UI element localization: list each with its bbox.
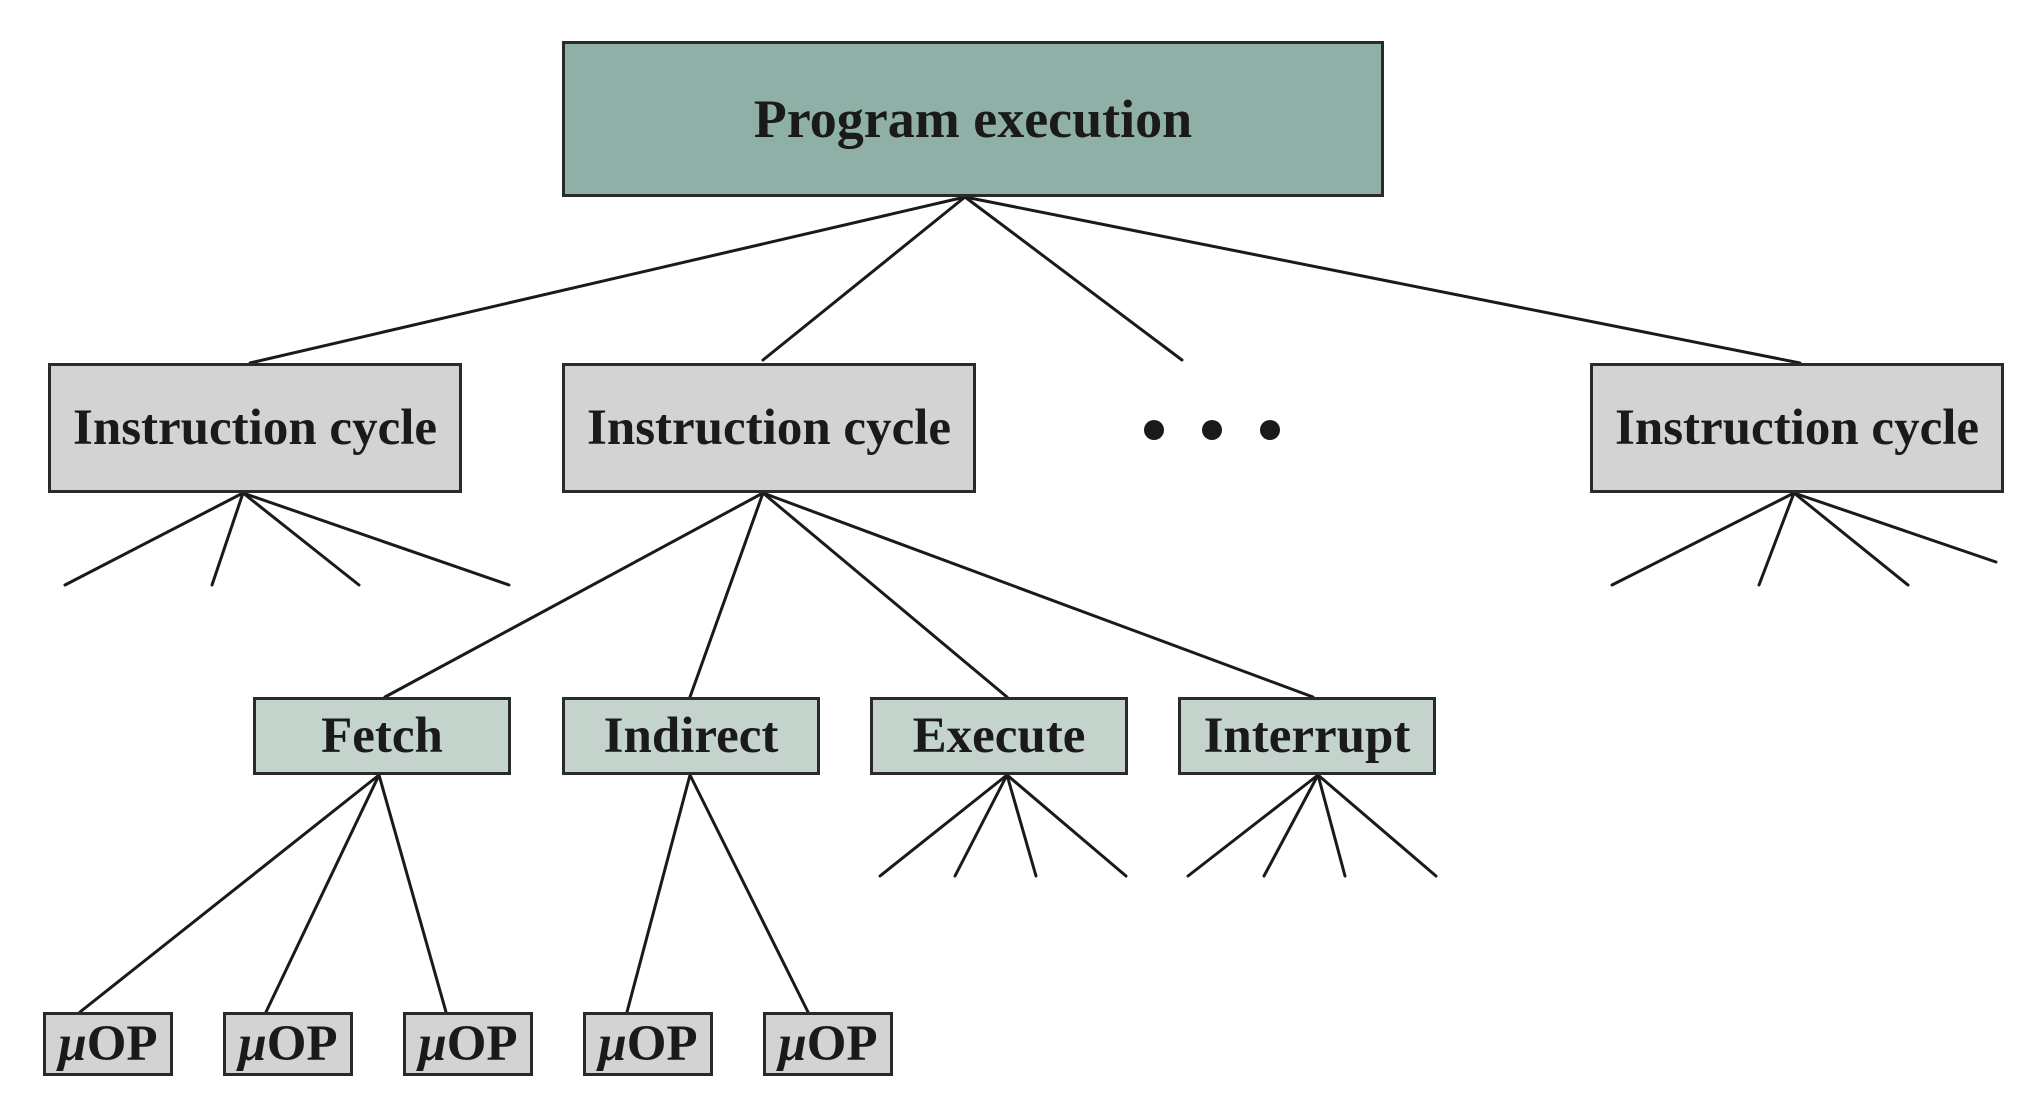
mu-symbol: μ bbox=[598, 1016, 627, 1072]
edge-root-cycle-3 bbox=[963, 195, 1802, 365]
dot bbox=[1144, 420, 1164, 440]
program-execution-node: Program execution bbox=[562, 41, 1384, 197]
indirect-label: Indirect bbox=[603, 708, 779, 764]
op-label: OP bbox=[446, 1016, 518, 1072]
edge-stub bbox=[1316, 773, 1347, 878]
op-label: OP bbox=[266, 1016, 338, 1072]
instruction-cycle-node-1: Instruction cycle bbox=[48, 363, 462, 493]
edge-cycle-fetch bbox=[383, 491, 765, 699]
edge-indirect-uop-4 bbox=[625, 773, 692, 1014]
edge-stub bbox=[241, 491, 361, 587]
op-label: OP bbox=[626, 1016, 698, 1072]
edge-fetch-uop-1 bbox=[78, 773, 381, 1014]
ellipsis-dots bbox=[1144, 420, 1280, 440]
op-label: OP bbox=[86, 1016, 158, 1072]
edge-stub bbox=[1005, 773, 1038, 878]
edge-stub bbox=[1005, 773, 1128, 878]
edge-cycle-execute bbox=[761, 491, 1009, 699]
instruction-cycle-node-2: Instruction cycle bbox=[562, 363, 976, 493]
interrupt-label: Interrupt bbox=[1203, 708, 1411, 764]
mu-symbol: μ bbox=[418, 1016, 447, 1072]
edge-stub bbox=[1186, 773, 1320, 878]
edge-stub bbox=[1792, 491, 1910, 587]
mu-symbol: μ bbox=[238, 1016, 267, 1072]
fetch-node: Fetch bbox=[253, 697, 511, 775]
edge-stub bbox=[241, 491, 511, 587]
edge-stub bbox=[1262, 773, 1320, 878]
instruction-cycle-node-3: Instruction cycle bbox=[1590, 363, 2004, 493]
edge-stub bbox=[63, 491, 245, 587]
edge-fetch-uop-3 bbox=[377, 773, 448, 1014]
program-execution-label: Program execution bbox=[753, 89, 1193, 149]
dot bbox=[1260, 420, 1280, 440]
op-label: OP bbox=[806, 1016, 878, 1072]
mu-symbol: μ bbox=[778, 1016, 807, 1072]
edge-cycle-interrupt bbox=[761, 491, 1315, 699]
edge-indirect-uop-5 bbox=[688, 773, 810, 1014]
indirect-node: Indirect bbox=[562, 697, 820, 775]
mu-symbol: μ bbox=[58, 1016, 87, 1072]
interrupt-node: Interrupt bbox=[1178, 697, 1436, 775]
execute-node: Execute bbox=[870, 697, 1128, 775]
edge-fetch-uop-2 bbox=[264, 773, 381, 1014]
edge-stub bbox=[1610, 491, 1796, 587]
edge-stub bbox=[1792, 491, 1998, 564]
edge-root-cycle-1 bbox=[248, 195, 967, 365]
instruction-cycle-label: Instruction cycle bbox=[586, 400, 952, 456]
fetch-label: Fetch bbox=[321, 708, 443, 764]
edge-stub bbox=[1316, 773, 1438, 878]
edge-stub bbox=[953, 773, 1009, 878]
edge-stub bbox=[210, 491, 245, 587]
edge-stub bbox=[1757, 491, 1796, 587]
edge-cycle-indirect bbox=[688, 491, 765, 699]
dot bbox=[1202, 420, 1222, 440]
instruction-cycle-label: Instruction cycle bbox=[1614, 400, 1980, 456]
instruction-cycle-label: Instruction cycle bbox=[72, 400, 438, 456]
execute-label: Execute bbox=[912, 708, 1086, 764]
edge-stub bbox=[878, 773, 1009, 878]
edge-root-cycle-2 bbox=[761, 195, 967, 362]
edge-root-ellipsis bbox=[963, 195, 1184, 362]
